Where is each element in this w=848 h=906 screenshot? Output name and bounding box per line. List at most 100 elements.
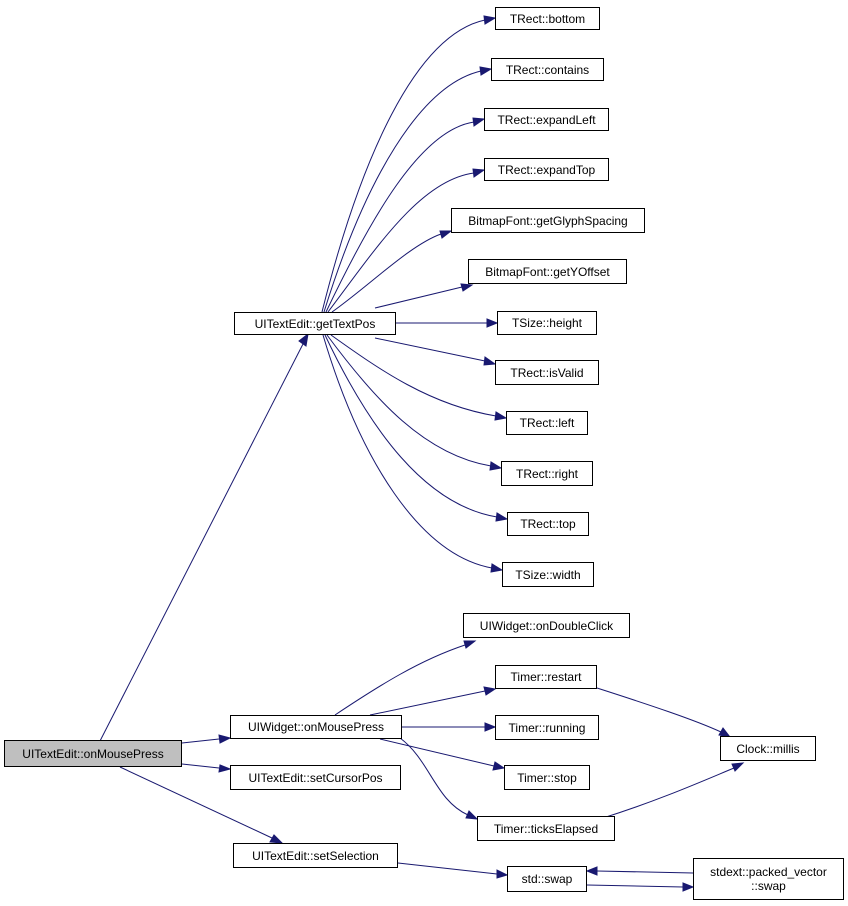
node-label-line-1: stdext::packed_vector [710,865,827,879]
edge-widget-restart [369,690,486,716]
arrowhead-swap-from-setselection [496,869,509,879]
edge-gettextpos-top [324,334,498,518]
node-uitextedit-setcursorpos[interactable]: UITextEdit::setCursorPos [230,765,401,790]
arrowhead-width [490,563,504,573]
node-label: UIWidget::onDoubleClick [479,618,614,633]
arrowhead-packedswap [682,882,695,892]
node-tsize-height[interactable]: TSize::height [497,311,597,335]
node-tsize-width[interactable]: TSize::width [502,562,594,587]
node-std-swap[interactable]: std::swap [507,866,587,892]
arrowhead-getglyphspacing [439,230,453,239]
node-timer-tickselapsed[interactable]: Timer::ticksElapsed [477,816,615,841]
node-trect-expandleft[interactable]: TRect::expandLeft [484,108,609,131]
arrowhead-tickselapsed [465,810,479,820]
node-label-line-2: ::swap [751,879,786,893]
edge-gettextpos-expandleft [325,121,475,313]
arrowhead-height [486,318,499,328]
node-label: Timer::stop [517,770,577,785]
node-label: BitmapFont::getGlyphSpacing [468,213,628,228]
arrowhead-setselection [269,834,284,844]
node-uiwidget-ondoubleclick[interactable]: UIWidget::onDoubleClick [463,613,630,638]
node-uitextedit-gettextpos[interactable]: UITextEdit::getTextPos [234,312,396,335]
arrowhead-swap-from-packedswap [585,866,598,876]
node-timer-running[interactable]: Timer::running [495,715,599,740]
edge-root-gettextpos [99,343,304,742]
node-label: UITextEdit::setSelection [252,848,379,863]
arrowhead-widget-onmousepress [218,734,232,744]
edge-gettextpos-width [322,334,493,569]
arrowhead-left [494,411,508,421]
edge-root-setcursorpos [181,763,220,769]
edge-tickselapsed-millis [602,767,735,819]
arrowhead-bottom [483,15,497,25]
arrowhead-setcursorpos [218,764,232,773]
edge-gettextpos-right [326,334,492,467]
arrowhead-restart [483,686,497,696]
node-bitmapfont-getyoffset[interactable]: BitmapFont::getYOffset [468,259,627,284]
node-timer-restart[interactable]: Timer::restart [495,665,597,689]
edge-gettextpos-getyoffset [374,286,463,309]
arrowhead-ondoubleclick [463,640,477,649]
node-label: TRect::top [520,517,576,531]
edge-gettextpos-getglyphspacing [331,233,442,313]
edge-widget-ondoubleclick [334,644,466,716]
arrowhead-millis-from-tickselapsed [731,762,745,772]
node-bitmapfont-getglyphspacing[interactable]: BitmapFont::getGlyphSpacing [451,208,645,233]
arrowhead-top [495,512,509,522]
arrowhead-right [489,461,503,471]
node-label: TRect::expandLeft [497,112,596,127]
arrowhead-expandtop [472,168,486,178]
arrowhead-getyoffset [460,283,474,292]
arrowhead-running [484,722,497,732]
node-stdext-packed-vector-swap[interactable]: stdext::packed_vector ::swap [693,858,844,900]
node-clock-millis[interactable]: Clock::millis [720,736,816,761]
node-label: Timer::ticksElapsed [493,821,599,836]
node-trect-expandtop[interactable]: TRect::expandTop [484,158,609,181]
node-trect-isvalid[interactable]: TRect::isValid [495,360,599,385]
arrowhead-contains [479,66,493,76]
node-label: TSize::width [515,567,581,582]
node-label: UIWidget::onMousePress [247,720,385,734]
arrowhead-isvalid [483,356,497,366]
edge-gettextpos-isvalid [374,337,486,362]
node-label: TRect::isValid [510,365,584,380]
node-uiwidget-onmousepress[interactable]: UIWidget::onMousePress [230,715,402,739]
node-label: TRect::bottom [509,11,586,26]
node-trect-left[interactable]: TRect::left [506,411,588,435]
edge-restart-millis [596,687,722,733]
edge-gettextpos-contains [323,70,482,313]
node-label: UITextEdit::getTextPos [254,316,376,331]
node-label: Timer::restart [510,670,582,684]
edge-packedswap-swap [596,870,694,874]
arrowhead-expandleft [472,117,486,127]
node-label: Timer::running [508,720,586,735]
edge-widget-tickselapsed [399,737,469,816]
node-label: TSize::height [511,316,583,330]
node-label: TRect::expandTop [497,162,596,177]
edge-root-widget-onmousepress [181,738,220,744]
node-label: TRect::right [515,466,578,481]
arrowhead-stop [492,761,506,771]
node-trect-contains[interactable]: TRect::contains [491,58,604,81]
arrowhead-gettextpos [298,332,309,347]
node-label: TRect::left [519,416,575,430]
node-label: UITextEdit::onMousePress [22,746,164,761]
node-trect-bottom[interactable]: TRect::bottom [495,7,600,30]
node-trect-top[interactable]: TRect::top [507,512,589,536]
edge-gettextpos-bottom [321,19,486,313]
edge-swap-packedswap [586,884,684,888]
edge-gettextpos-expandtop [327,172,475,313]
edge-widget-stop [379,738,495,767]
node-label: BitmapFont::getYOffset [485,264,610,279]
node-root-uitextedit-onmousepress: UITextEdit::onMousePress [4,740,182,767]
edge-gettextpos-left [330,334,497,417]
node-trect-right[interactable]: TRect::right [501,461,593,486]
node-label: UITextEdit::setCursorPos [248,770,383,785]
edge-setselection-swap [397,862,498,875]
node-label: Clock::millis [736,741,800,756]
node-uitextedit-setselection[interactable]: UITextEdit::setSelection [233,843,398,868]
node-label: std::swap [521,872,573,886]
node-timer-stop[interactable]: Timer::stop [504,765,590,790]
